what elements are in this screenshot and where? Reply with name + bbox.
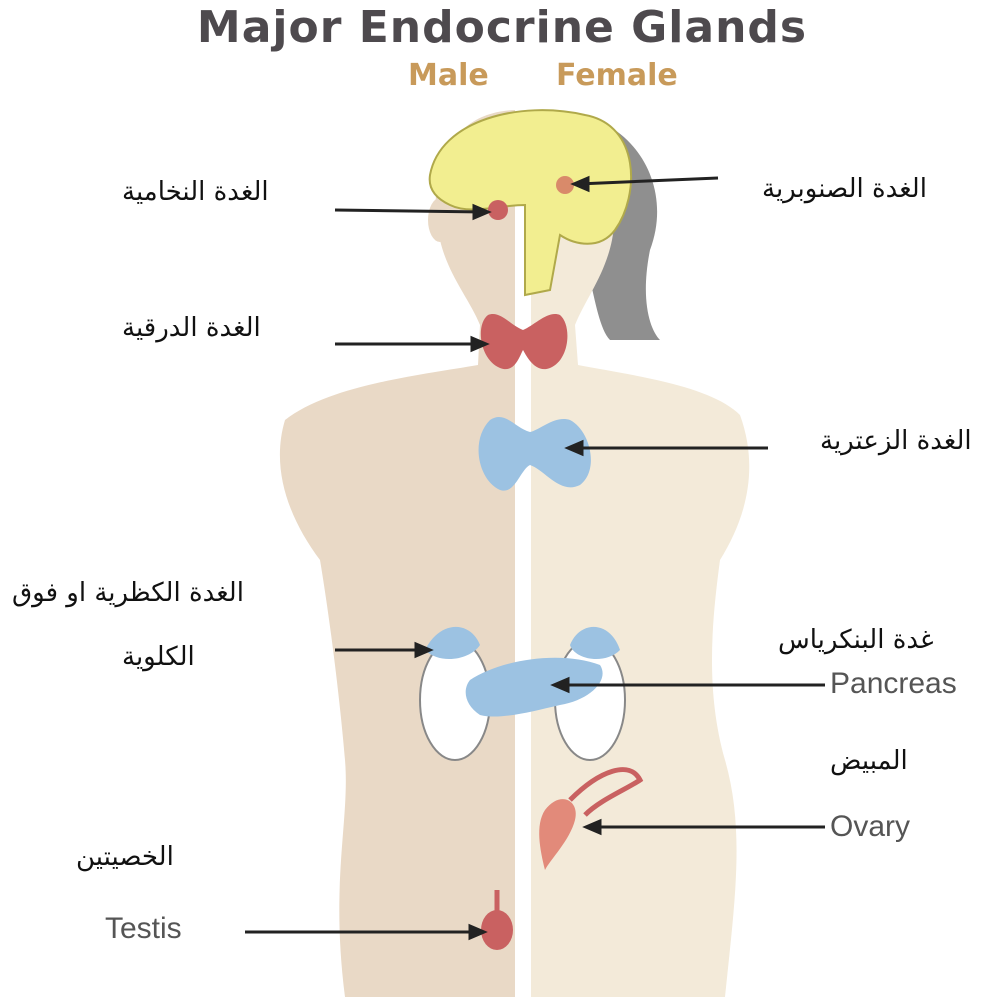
label-ar-testes: الخصيتين	[76, 842, 174, 872]
testis-gland	[481, 910, 513, 950]
pituitary-leader	[335, 210, 485, 212]
female-label: Female	[556, 58, 678, 93]
label-ar-adrenal-line2: الكلوية	[122, 642, 195, 672]
label-en-ovary: Ovary	[830, 810, 910, 844]
male-label: Male	[408, 58, 489, 93]
label-ar-ovary: المبيض	[830, 746, 908, 776]
label-en-pancreas: Pancreas	[830, 667, 957, 701]
pituitary-gland	[488, 200, 508, 220]
label-ar-pineal: الغدة الصنوبرية	[762, 174, 927, 204]
label-ar-adrenal-line1: الغدة الكظرية او فوق	[12, 578, 244, 608]
label-ar-thymus: الغدة الزعترية	[820, 426, 972, 456]
label-ar-thyroid: الغدة الدرقية	[122, 313, 261, 343]
label-ar-pancreas: غدة البنكرياس	[778, 625, 934, 655]
male-body	[280, 110, 515, 997]
page-title: Major Endocrine Glands	[0, 2, 1004, 53]
pineal-gland	[556, 176, 574, 194]
label-en-testis: Testis	[105, 912, 182, 946]
label-ar-pituitary: الغدة النخامية	[122, 177, 269, 207]
